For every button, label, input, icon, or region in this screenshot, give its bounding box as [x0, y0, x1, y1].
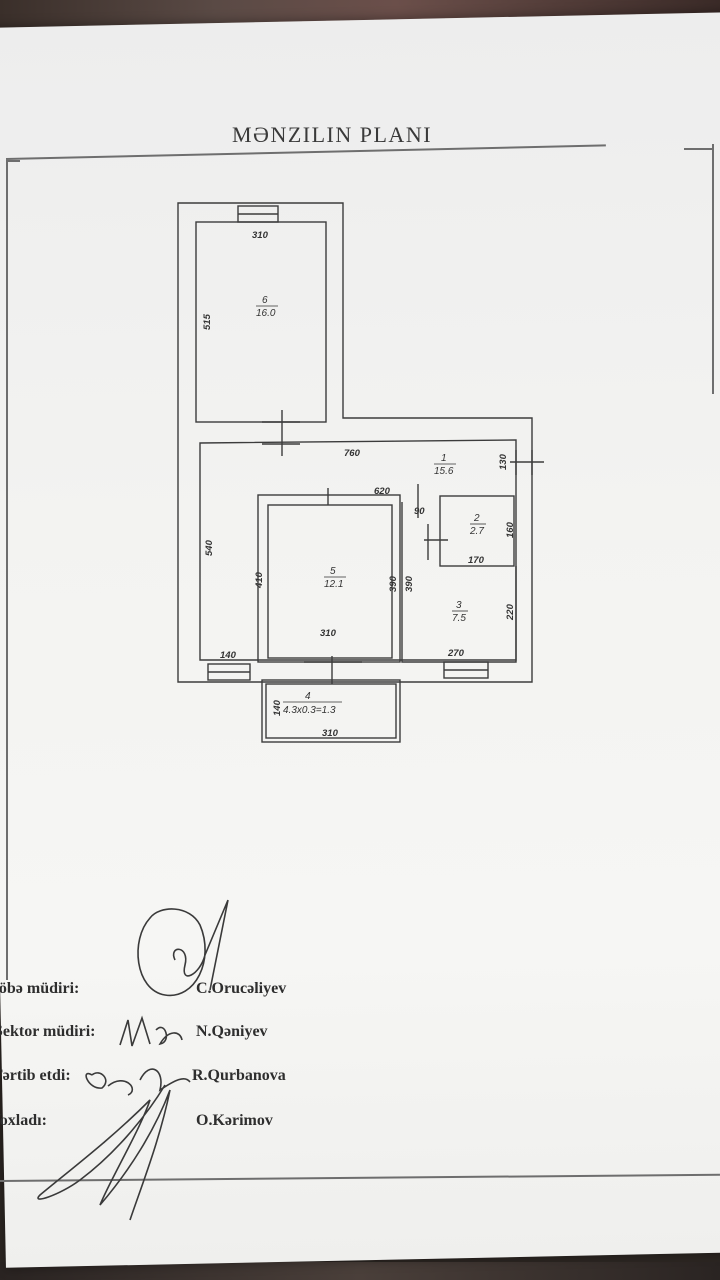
signature-qurbanova: [85, 1068, 191, 1096]
frame-corner-top-right: [684, 148, 712, 150]
frame-right-line: [712, 144, 714, 394]
dim-room6-width: 310: [252, 230, 269, 241]
svg-text:12.1: 12.1: [324, 579, 343, 590]
room-label-5: 5 12.1: [324, 566, 346, 590]
dim-inner-width: 620: [374, 486, 391, 497]
dim-balcony-width: 310: [322, 728, 339, 739]
frame-corner-top-left: [6, 160, 20, 162]
room-label-6: 6 16.0: [256, 295, 278, 319]
signature-name: R.Qurbanova: [192, 1067, 286, 1084]
room-5-inner: [267, 504, 393, 659]
svg-text:4.3x0.3=1.3: 4.3x0.3=1.3: [283, 705, 336, 716]
balcony-outline: [261, 679, 401, 743]
svg-text:15.6: 15.6: [434, 466, 454, 477]
room-label-4: 4 4.3x0.3=1.3: [283, 691, 342, 716]
frame-left-line: [6, 160, 8, 980]
svg-text:16.0: 16.0: [256, 308, 276, 319]
dim-hall-bottom: 140: [220, 650, 237, 661]
room-label-3: 3 7.5: [452, 600, 468, 624]
dim-corridor-width: 760: [344, 448, 361, 459]
signature-orucaliyev: [137, 899, 229, 997]
outer-wall: [177, 202, 533, 683]
svg-text:4: 4: [305, 691, 311, 702]
svg-text:2.7: 2.7: [469, 526, 484, 537]
svg-text:3: 3: [456, 600, 462, 611]
svg-text:5: 5: [330, 566, 336, 577]
dim-room5-length-right: 390: [388, 575, 399, 592]
signature-name: C.Orucəliyev: [196, 980, 287, 997]
dim-room3-side: 390: [404, 575, 415, 592]
page-title: MƏNZILIN PLANI: [232, 122, 433, 147]
dim-room3-length: 220: [505, 603, 516, 621]
dim-room5-width: 310: [320, 628, 337, 639]
room-label-2: 2 2.7: [469, 513, 486, 537]
dim-room6-length: 515: [202, 313, 213, 330]
dim-balcony-depth: 140: [272, 699, 283, 716]
dim-room2-width: 170: [468, 555, 485, 566]
room-label-1: 1 15.6: [434, 453, 456, 477]
dim-hall-length: 540: [204, 539, 215, 556]
dim-room2-length: 160: [505, 521, 516, 538]
dim-room3-width: 270: [447, 648, 465, 659]
dim-room5-length-left: 410: [254, 571, 265, 589]
signature-label: Sektor müdiri:: [0, 1023, 96, 1040]
svg-text:6: 6: [262, 295, 268, 306]
dim-corridor-height: 130: [498, 453, 509, 470]
signature-label: Şöbə müdiri:: [0, 980, 80, 997]
signature-label: Tərtib etdi:: [0, 1067, 71, 1084]
signature-name: N.Qəniyev: [196, 1023, 268, 1040]
background-bottom: [0, 1262, 720, 1280]
signature-karimov: [37, 1084, 171, 1221]
svg-text:2: 2: [473, 513, 480, 524]
signature-name: O.Kərimov: [196, 1112, 273, 1129]
svg-text:1: 1: [441, 453, 447, 464]
balcony-inner: [265, 683, 397, 739]
signature-label: Yoxladı:: [0, 1112, 47, 1129]
dim-wc-door: 90: [414, 506, 425, 517]
signature-qaniyev: [119, 1015, 183, 1047]
room-2-outline: [439, 495, 515, 567]
svg-text:7.5: 7.5: [452, 613, 466, 624]
